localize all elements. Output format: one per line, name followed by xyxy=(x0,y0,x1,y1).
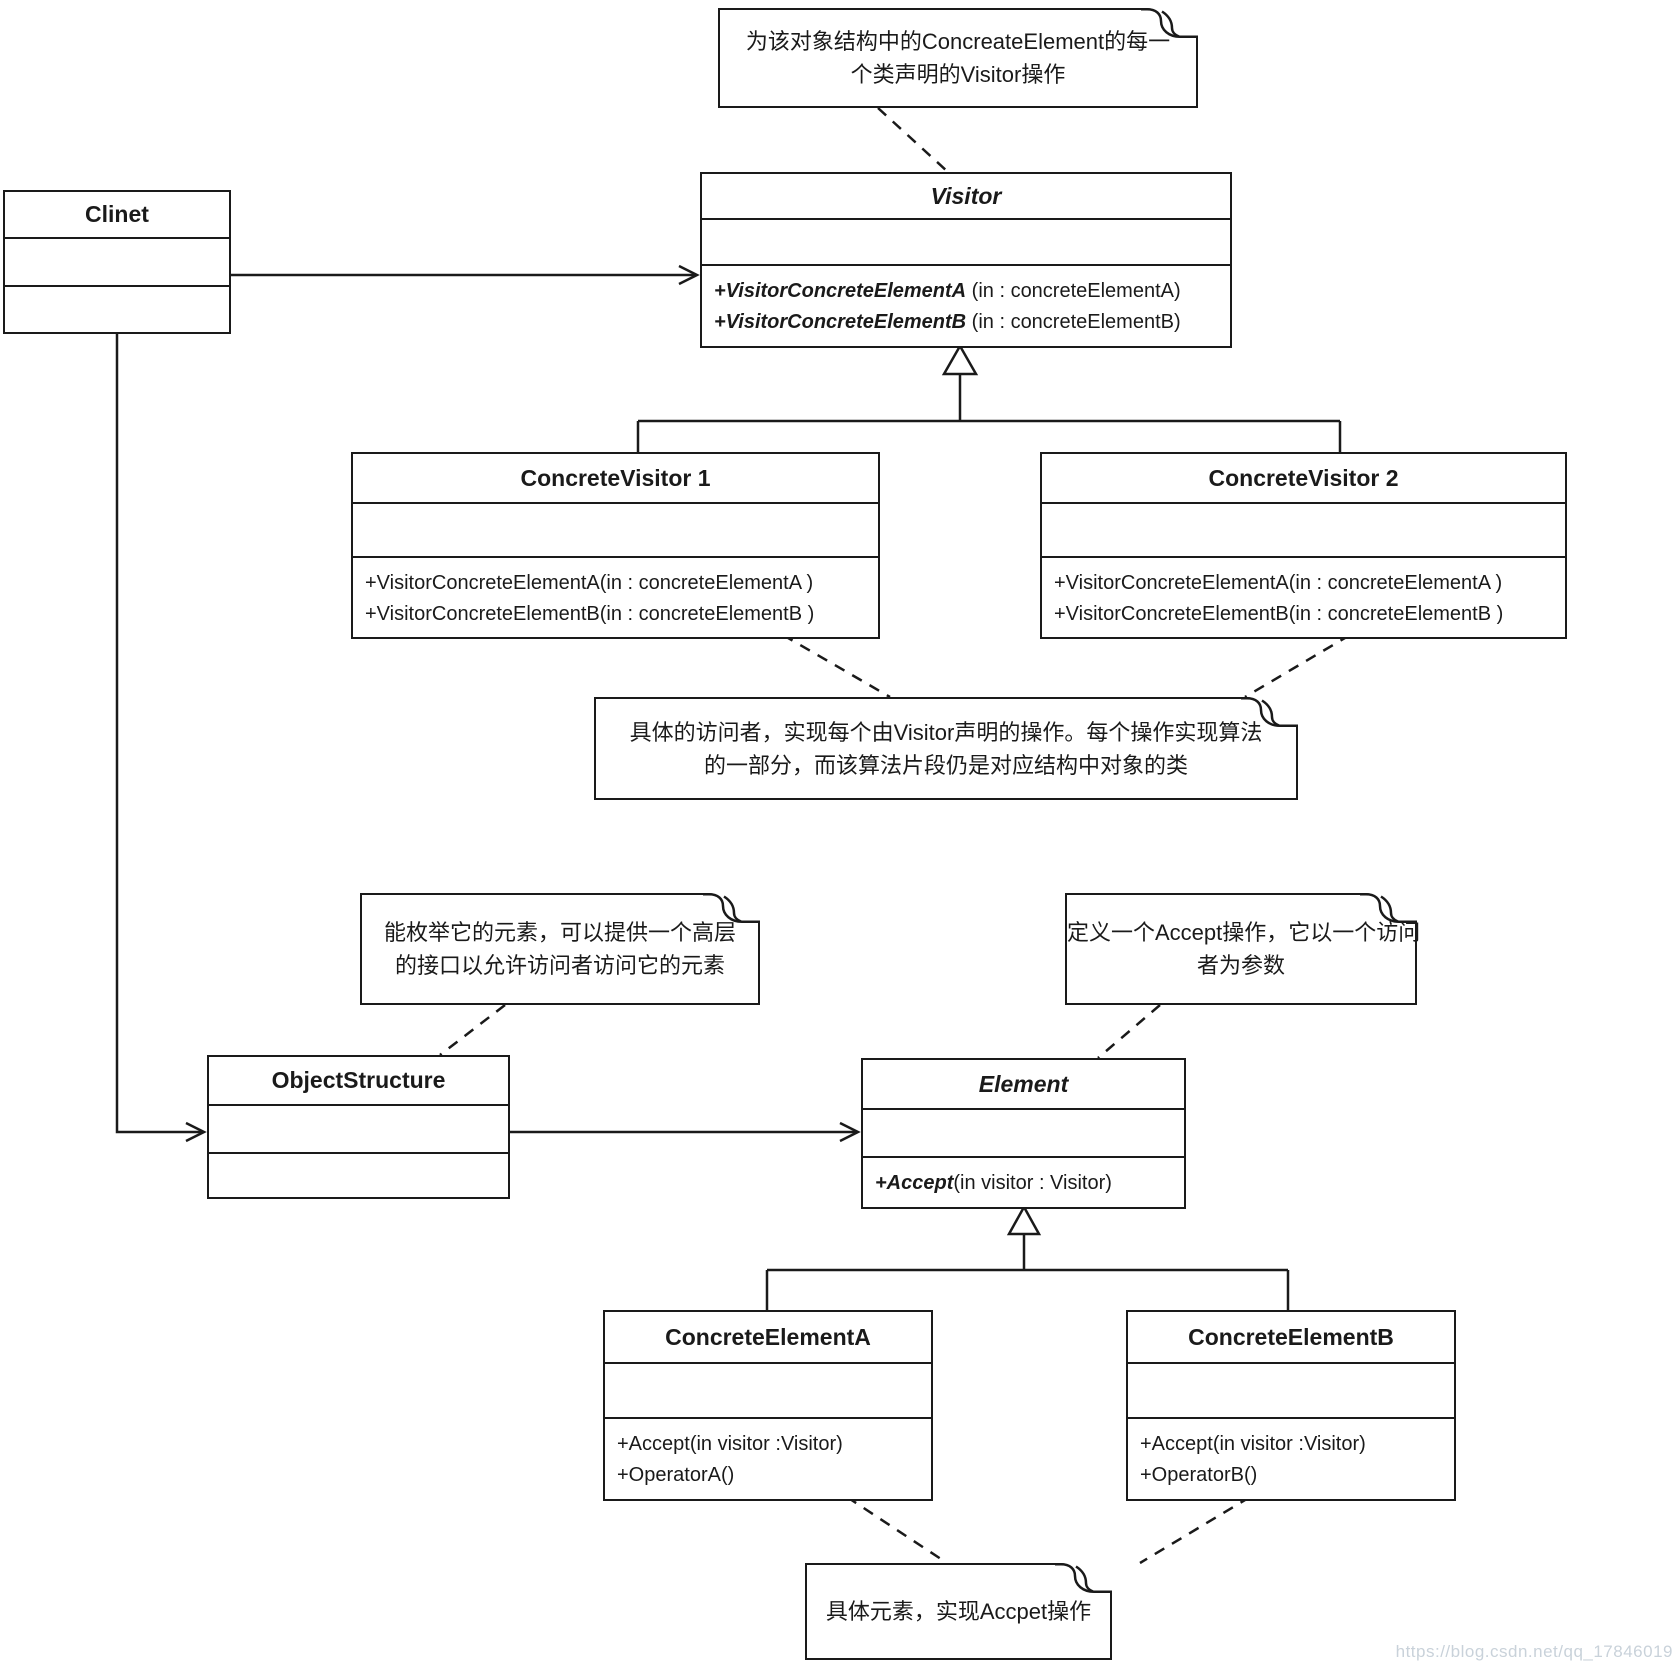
note-text: 具体元素，实现Accpet操作 xyxy=(825,1599,1092,1624)
dashed-link-cv2-note xyxy=(1244,633,1351,699)
note-text: 为该对象结构中的ConcreateElement的每一 xyxy=(745,29,1171,54)
arrow-client-to-objectstructure xyxy=(115,332,207,1143)
methods-compartment: +Accept(in visitor : Visitor) xyxy=(863,1156,1184,1207)
method-line: +Accept(in visitor : Visitor) xyxy=(875,1166,1172,1200)
inheritance-visitor-connector xyxy=(636,343,1342,452)
class-concrete-element-b: ConcreteElementB +Accept(in visitor :Vis… xyxy=(1126,1310,1456,1501)
folded-corner-icon xyxy=(1140,7,1199,38)
attributes-compartment xyxy=(353,502,878,556)
note-text: 个类声明的Visitor操作 xyxy=(850,62,1066,87)
class-title: Clinet xyxy=(85,201,149,227)
method-line: +OperatorB() xyxy=(1140,1464,1258,1486)
class-object-structure: ObjectStructure xyxy=(207,1055,510,1199)
class-concrete-visitor-2: ConcreteVisitor 2 +VisitorConcreteElemen… xyxy=(1040,452,1567,639)
methods-compartment xyxy=(5,285,229,332)
class-concrete-element-a: ConcreteElementA +Accept(in visitor :Vis… xyxy=(603,1310,933,1501)
method-signature: (in : concreteElementB) xyxy=(966,311,1181,333)
dashed-link-note-objectstructure xyxy=(439,1004,506,1056)
class-client: Clinet xyxy=(3,190,231,334)
class-visitor: Visitor +VisitorConcreteElementA (in : c… xyxy=(700,172,1232,348)
attributes-compartment xyxy=(605,1362,931,1417)
arrow-client-to-visitor xyxy=(231,264,700,286)
watermark-url: https://blog.csdn.net/qq_17846019 xyxy=(1395,1642,1673,1661)
arrow-objectstructure-to-element xyxy=(510,1121,861,1143)
class-title: ConcreteVisitor 1 xyxy=(520,465,711,491)
dashed-link-ceb-note xyxy=(1139,1495,1251,1565)
class-title: ConcreteVisitor 2 xyxy=(1208,465,1399,491)
class-title: Element xyxy=(978,1071,1069,1097)
note-concrete-element: 具体元素，实现Accpet操作 xyxy=(805,1562,1113,1660)
note-element: 定义一个Accept操作，它以一个访问 者为参数 xyxy=(1065,892,1421,1005)
attributes-compartment xyxy=(209,1104,508,1152)
method-line: +VisitorConcreteElementB(in : concreteEl… xyxy=(1054,603,1504,625)
note-text: 的接口以允许访问者访问它的元素 xyxy=(394,953,725,978)
method-line: +Accept(in visitor :Visitor) xyxy=(1140,1433,1366,1455)
method-name: +VisitorConcreteElementB xyxy=(714,311,967,333)
methods-compartment: +VisitorConcreteElementA(in : concreteEl… xyxy=(353,556,878,637)
dashed-link-note-element xyxy=(1097,1004,1161,1059)
method-line: +VisitorConcreteElementA (in : concreteE… xyxy=(714,276,1218,307)
attributes-compartment xyxy=(702,218,1230,264)
method-line: +VisitorConcreteElementA(in : concreteEl… xyxy=(1054,572,1503,594)
class-title: ConcreteElementA xyxy=(665,1324,871,1350)
methods-compartment xyxy=(209,1152,508,1197)
class-title: ObjectStructure xyxy=(271,1067,446,1093)
folded-corner-icon xyxy=(702,892,761,923)
note-concrete-visitor: 具体的访问者，实现每个由Visitor声明的操作。每个操作实现算法 的一部分，而… xyxy=(594,696,1299,800)
hollow-triangle-icon xyxy=(1006,1204,1042,1236)
method-signature: (in visitor : Visitor) xyxy=(953,1172,1112,1194)
class-title: ConcreteElementB xyxy=(1188,1324,1394,1350)
method-line: +Accept(in visitor :Visitor) xyxy=(617,1433,843,1455)
methods-compartment: +VisitorConcreteElementA(in : concreteEl… xyxy=(1042,556,1565,637)
methods-compartment: +Accept(in visitor :Visitor) +OperatorA(… xyxy=(605,1417,931,1499)
attributes-compartment xyxy=(863,1108,1184,1156)
method-line: +VisitorConcreteElementB (in : concreteE… xyxy=(714,307,1218,338)
note-object-structure: 能枚举它的元素，可以提供一个高层 的接口以允许访问者访问它的元素 xyxy=(360,892,761,1005)
class-title: Visitor xyxy=(930,183,1002,209)
hollow-triangle-icon xyxy=(941,343,979,376)
method-line: +OperatorA() xyxy=(617,1464,735,1486)
note-text: 的一部分，而该算法片段仍是对应结构中对象的类 xyxy=(703,752,1188,778)
dashed-link-topnote-visitor xyxy=(877,107,949,173)
folded-corner-icon xyxy=(1240,696,1299,727)
method-name: +VisitorConcreteElementA xyxy=(714,280,967,302)
method-signature: (in : concreteElementA) xyxy=(966,280,1181,302)
inheritance-element-connector xyxy=(765,1204,1290,1310)
attributes-compartment xyxy=(5,237,229,285)
note-visitor-operations: 为该对象结构中的ConcreateElement的每一 个类声明的Visitor… xyxy=(718,7,1199,108)
note-text: 者为参数 xyxy=(1196,953,1285,978)
attributes-compartment xyxy=(1042,502,1565,556)
folded-corner-icon xyxy=(1359,892,1418,923)
note-text: 能枚举它的元素，可以提供一个高层 xyxy=(383,920,736,945)
method-name: +Accept xyxy=(875,1172,954,1194)
methods-compartment: +VisitorConcreteElementA (in : concreteE… xyxy=(702,264,1230,346)
class-element: Element +Accept(in visitor : Visitor) xyxy=(861,1058,1186,1209)
methods-compartment: +Accept(in visitor :Visitor) +OperatorB(… xyxy=(1128,1417,1454,1499)
dashed-link-cea-note xyxy=(846,1495,948,1565)
method-line: +VisitorConcreteElementB(in : concreteEl… xyxy=(365,603,815,625)
note-text: 具体的访问者，实现每个由Visitor声明的操作。每个操作实现算法 xyxy=(629,719,1263,745)
note-text: 定义一个Accept操作，它以一个访问 xyxy=(1067,920,1421,945)
method-line: +VisitorConcreteElementA(in : concreteEl… xyxy=(365,572,814,594)
attributes-compartment xyxy=(1128,1362,1454,1417)
dashed-link-cv1-note xyxy=(782,633,891,699)
class-concrete-visitor-1: ConcreteVisitor 1 +VisitorConcreteElemen… xyxy=(351,452,880,639)
folded-corner-icon xyxy=(1054,1562,1113,1593)
